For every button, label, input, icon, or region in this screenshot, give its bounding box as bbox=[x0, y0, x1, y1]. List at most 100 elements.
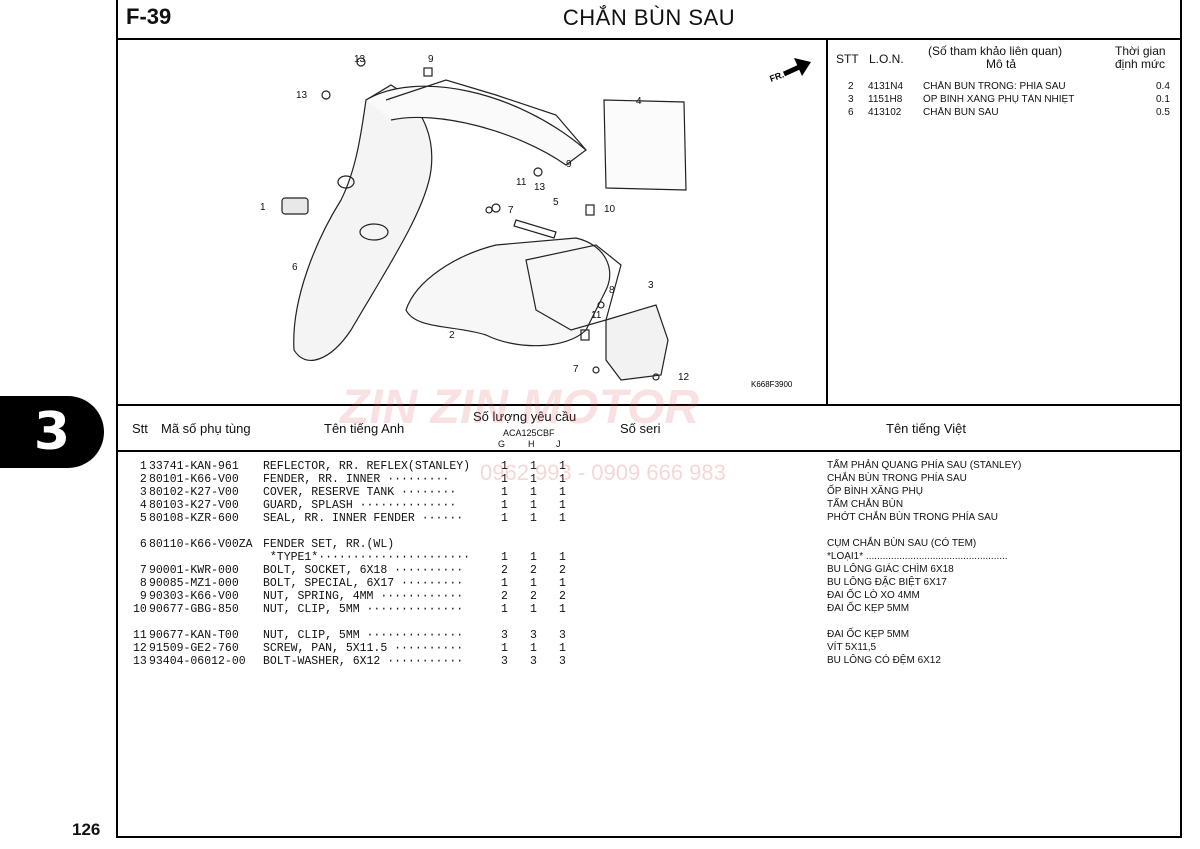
cell-vi: ĐAI ỐC KẸP 5MM bbox=[827, 603, 910, 614]
callout-9: 9 bbox=[566, 159, 572, 170]
cell-en: BOLT, SOCKET, 6X18 ·········· bbox=[263, 564, 464, 577]
callout-2: 2 bbox=[449, 330, 455, 341]
page-number: 126 bbox=[72, 820, 101, 839]
callout-11: 11 bbox=[591, 310, 602, 321]
figure-code: F-39 bbox=[126, 4, 172, 29]
cell-g: 1 bbox=[501, 551, 508, 564]
ref-desc: ỐP BÌNH XĂNG PHỤ TẢN NHIỆT bbox=[923, 94, 1075, 105]
callout-6: 6 bbox=[292, 262, 298, 273]
cell-g: 3 bbox=[501, 629, 508, 642]
cell-part: 80102-K27-V00 bbox=[149, 486, 239, 499]
callout-1: 1 bbox=[260, 202, 266, 213]
cell-stt: 5 bbox=[133, 512, 147, 525]
cell-stt: 8 bbox=[133, 577, 147, 590]
cell-part: 90001-KWR-000 bbox=[149, 564, 239, 577]
diagram-image-code: K668F3900 bbox=[751, 380, 793, 389]
page-header: F-39 CHẮN BÙN SAU bbox=[116, 0, 1182, 40]
ref-time: 0.1 bbox=[1156, 94, 1170, 105]
cell-en: REFLECTOR, RR. REFLEX(STANLEY) bbox=[263, 460, 471, 473]
cell-vi: BU LÔNG GIÁC CHÌM 6X18 bbox=[827, 564, 954, 575]
cell-j: 3 bbox=[559, 655, 566, 668]
cell-vi: ĐAI ỐC KẸP 5MM bbox=[827, 629, 910, 640]
cell-h: 1 bbox=[530, 642, 537, 655]
cell-j: 1 bbox=[559, 577, 566, 590]
cell-part: 91509-GE2-760 bbox=[149, 642, 239, 655]
reference-panel: STT L.O.N. (Số tham khảo liên quan) Mô t… bbox=[828, 40, 1182, 406]
col-stt: Stt bbox=[132, 421, 148, 436]
cell-j: 2 bbox=[559, 564, 566, 577]
col-part-no: Mã số phụ tùng bbox=[161, 421, 251, 436]
ref-time: 0.4 bbox=[1156, 81, 1170, 92]
callout-13: 13 bbox=[534, 182, 546, 193]
cell-j: 1 bbox=[559, 551, 566, 564]
cell-vi: TẤM CHẮN BÙN bbox=[827, 499, 904, 510]
cell-part: 90303-K66-V00 bbox=[149, 590, 239, 603]
cell-j: 1 bbox=[559, 473, 566, 486]
ref-header-stt: STT bbox=[836, 52, 859, 66]
page-title: CHẮN BÙN SAU bbox=[562, 5, 736, 30]
cell-vi: ĐAI ỐC LÒ XO 4MM bbox=[827, 590, 920, 601]
col-g: G bbox=[498, 439, 506, 449]
cell-g: 3 bbox=[501, 655, 508, 668]
part-rear-fender bbox=[293, 84, 433, 361]
cell-part: 90677-KAN-T00 bbox=[149, 629, 239, 642]
cell-h: 1 bbox=[530, 603, 537, 616]
col-serial: Số seri bbox=[620, 421, 661, 436]
cell-vi: VÍT 5X11,5 bbox=[827, 642, 877, 653]
cell-part: 90085-MZ1-000 bbox=[149, 577, 239, 590]
callout-7: 7 bbox=[573, 364, 579, 375]
ref-stt: 2 bbox=[848, 81, 854, 92]
cell-j: 1 bbox=[559, 512, 566, 525]
cell-part: 80103-K27-V00 bbox=[149, 499, 239, 512]
cell-part: 80110-K66-V00ZA bbox=[149, 538, 253, 551]
callout-3: 3 bbox=[648, 280, 654, 291]
part-splash-guard bbox=[603, 99, 687, 191]
cell-vi: BU LÔNG CÓ ĐỆM 6X12 bbox=[827, 655, 941, 666]
cell-stt: 6 bbox=[133, 538, 147, 551]
callout-8: 8 bbox=[609, 285, 615, 296]
ref-lon: 413102 bbox=[868, 107, 902, 118]
cell-h: 2 bbox=[530, 564, 537, 577]
part-reflector bbox=[281, 197, 309, 215]
cell-h: 1 bbox=[530, 473, 537, 486]
ref-header-lon: L.O.N. bbox=[869, 52, 904, 66]
cell-en: BOLT-WASHER, 6X12 ··········· bbox=[263, 655, 464, 668]
cell-en: NUT, CLIP, 5MM ·············· bbox=[263, 603, 464, 616]
col-qty: Số lượng yêu cầu bbox=[473, 409, 577, 424]
cell-en: NUT, CLIP, 5MM ·············· bbox=[263, 629, 464, 642]
cell-j: 2 bbox=[559, 590, 566, 603]
callout-12: 12 bbox=[678, 372, 690, 383]
cell-h: 3 bbox=[530, 655, 537, 668]
callout-11: 11 bbox=[516, 177, 527, 188]
cell-vi: CỤM CHẮN BÙN SAU (CÓ TEM) bbox=[827, 538, 977, 549]
ref-stt: 6 bbox=[848, 107, 854, 118]
cell-h: 3 bbox=[530, 629, 537, 642]
cell-en: SEAL, RR. INNER FENDER ······ bbox=[263, 512, 464, 525]
callout-13: 13 bbox=[354, 54, 366, 65]
cell-en: *TYPE1*······················ bbox=[263, 551, 471, 564]
ref-lon: 4131N4 bbox=[868, 81, 904, 92]
cell-g: 2 bbox=[501, 590, 508, 603]
cell-h: 1 bbox=[530, 577, 537, 590]
cell-j: 3 bbox=[559, 629, 566, 642]
cell-stt: 2 bbox=[133, 473, 147, 486]
cell-j: 1 bbox=[559, 460, 566, 473]
cell-stt: 4 bbox=[133, 499, 147, 512]
cell-g: 1 bbox=[501, 512, 508, 525]
col-name-en: Tên tiếng Anh bbox=[324, 421, 405, 436]
cell-g: 1 bbox=[501, 486, 508, 499]
cell-g: 1 bbox=[501, 642, 508, 655]
cell-part: 80108-KZR-600 bbox=[149, 512, 239, 525]
cell-en: NUT, SPRING, 4MM ············ bbox=[263, 590, 464, 603]
callout-7: 7 bbox=[508, 205, 514, 216]
cell-vi: BU LÔNG ĐẶC BIỆT 6X17 bbox=[827, 577, 947, 588]
